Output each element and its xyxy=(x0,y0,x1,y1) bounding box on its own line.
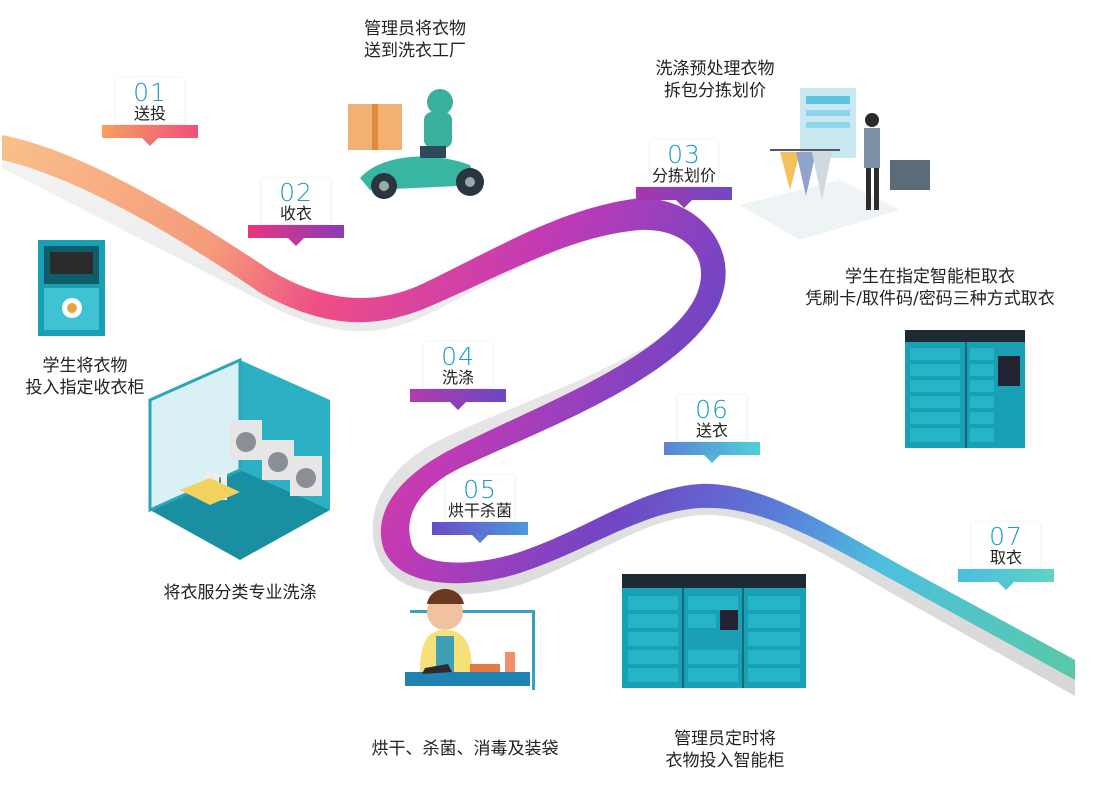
step-05-marker: 05 烘干杀菌 xyxy=(432,475,528,543)
step-bar xyxy=(432,522,528,535)
step-number: 02 xyxy=(279,178,313,207)
caption-dry-sterilize: 烘干、杀菌、消毒及装袋 xyxy=(371,739,559,759)
step-06-marker: 06 送衣 xyxy=(664,395,760,463)
caption-sort-wash: 将衣服分类专业洗涤 xyxy=(163,583,317,603)
step-label: 洗涤 xyxy=(441,368,474,387)
courier-scooter-illustration xyxy=(348,89,484,199)
step-number: 03 xyxy=(667,140,701,169)
step-label: 取衣 xyxy=(989,548,1022,567)
road-top xyxy=(2,135,1075,680)
step-02-marker: 02 收衣 xyxy=(248,178,344,246)
step-label: 送投 xyxy=(133,104,166,123)
deliver-locker-illustration xyxy=(622,574,806,688)
step-label: 烘干杀菌 xyxy=(447,501,512,520)
step-number: 01 xyxy=(133,78,167,107)
step-label: 收衣 xyxy=(279,204,312,223)
caption-admin-send: 管理员将衣物 送到洗衣工厂 xyxy=(364,19,466,61)
step-number: 04 xyxy=(441,342,475,371)
step-bar xyxy=(636,187,732,200)
step-number: 07 xyxy=(989,522,1023,551)
step-07-marker: 07 取衣 xyxy=(958,522,1054,590)
step-03-marker: 03 分拣划价 xyxy=(636,140,732,208)
step-bar xyxy=(664,442,760,455)
step-label: 送衣 xyxy=(695,421,728,440)
step-bar xyxy=(958,569,1054,582)
step-label: 分拣划价 xyxy=(651,166,716,185)
step-01-marker: 01 送投 xyxy=(102,78,198,146)
drop-cabinet-illustration xyxy=(38,240,105,336)
step-number: 05 xyxy=(463,475,497,504)
step-number: 06 xyxy=(695,395,729,424)
step-04-marker: 04 洗涤 xyxy=(410,342,506,410)
pickup-locker-illustration xyxy=(905,330,1025,448)
step-bar xyxy=(102,125,198,138)
caption-pretreat: 洗涤预处理衣物 拆包分拣划价 xyxy=(655,59,775,101)
caption-student-drop: 学生将衣物 投入指定收衣柜 xyxy=(25,356,145,398)
step-bar xyxy=(410,389,506,402)
laundry-room-illustration xyxy=(148,357,330,560)
caption-student-pick: 学生在指定智能柜取衣 凭刷卡/取件码/密码三种方式取衣 xyxy=(805,267,1055,309)
step-bar xyxy=(248,225,344,238)
sorting-station-illustration xyxy=(740,88,930,240)
ironing-worker-illustration xyxy=(405,589,535,690)
caption-admin-deliver: 管理员定时将 衣物投入智能柜 xyxy=(665,729,785,771)
